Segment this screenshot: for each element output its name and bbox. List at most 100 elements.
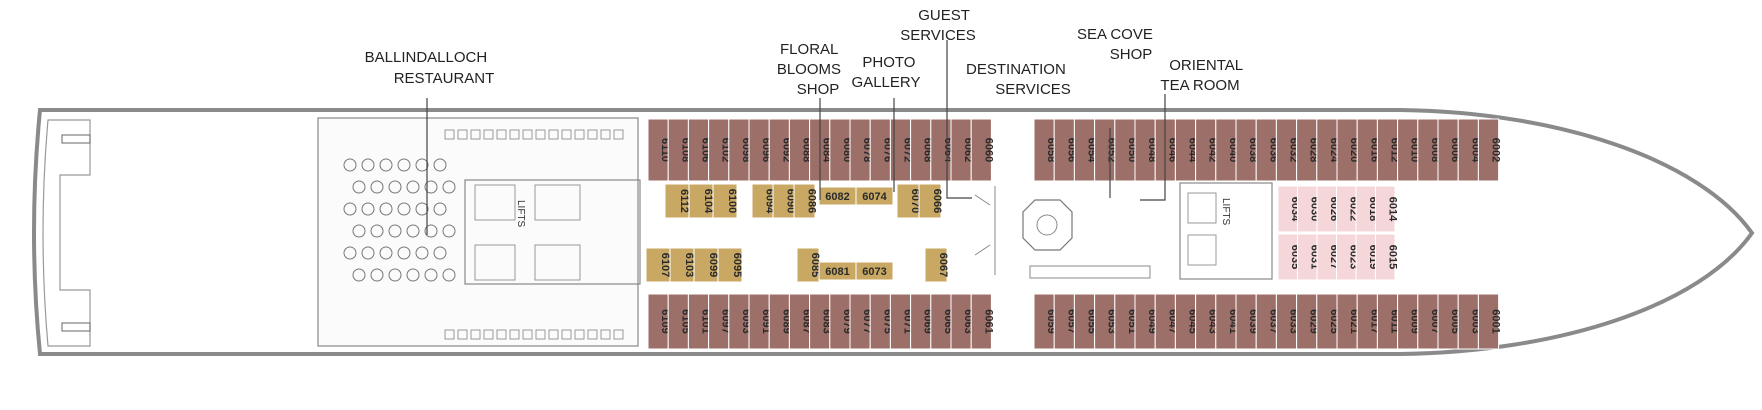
lifts-label-forward: LIFTS <box>1220 198 1231 226</box>
seat-0-11 <box>587 129 598 140</box>
restaurant-tables <box>343 129 624 340</box>
cabin-6104[interactable] <box>688 183 714 219</box>
table-22 <box>406 224 420 238</box>
cabin-6103[interactable] <box>669 247 695 283</box>
cabin-6086[interactable] <box>793 183 816 219</box>
cabin-label-6103: 6103 <box>683 253 695 277</box>
seat-1-3 <box>483 329 494 340</box>
stern-inner-outline <box>42 119 91 347</box>
cabin-label-6061: 6061 <box>982 309 994 333</box>
lift-zone-aft <box>464 179 641 285</box>
seat-1-4 <box>496 329 507 340</box>
cabin-6107[interactable] <box>645 247 671 283</box>
seat-0-13 <box>613 129 624 140</box>
seat-1-0 <box>444 329 455 340</box>
cabin-label-6001: 6001 <box>1490 309 1502 333</box>
table-35 <box>424 268 438 282</box>
table-6 <box>433 158 447 172</box>
sea-cove-shop-label: SEA COVE SHOP <box>1077 26 1157 63</box>
cabin-label-6066: 6066 <box>931 189 943 213</box>
cabin-label-6082: 6082 <box>825 191 849 203</box>
table-30 <box>433 246 447 260</box>
table-24 <box>442 224 456 238</box>
oriental-tea-room-label: ORIENTAL TEA ROOM <box>1160 57 1246 94</box>
table-28 <box>397 246 411 260</box>
cabin-label-6073: 6073 <box>862 266 886 278</box>
cabin-label-6002: 6002 <box>1490 138 1502 162</box>
table-3 <box>379 158 393 172</box>
cabin-6073[interactable] <box>855 261 894 281</box>
table-21 <box>388 224 402 238</box>
table-36 <box>442 268 456 282</box>
seat-0-12 <box>600 129 611 140</box>
cabin-label-6085: 6085 <box>809 253 821 277</box>
seat-1-10 <box>574 329 585 340</box>
cabin-label-6100: 6100 <box>726 189 738 213</box>
cabin-label-6081: 6081 <box>825 266 849 278</box>
cabin-6001[interactable] <box>1477 293 1500 350</box>
cabin-6061[interactable] <box>970 293 992 350</box>
stern-vent-bottom <box>61 322 91 332</box>
cabin-6067[interactable] <box>924 247 948 283</box>
ballindalloch-restaurant-label: BALLINDALLOCH RESTAURANT <box>365 49 495 87</box>
seat-0-6 <box>522 129 533 140</box>
seat-1-11 <box>587 329 598 340</box>
label-leaders <box>426 40 1166 235</box>
cabin-label-6086: 6086 <box>806 189 818 213</box>
seat-1-13 <box>613 329 624 340</box>
seat-1-1 <box>457 329 468 340</box>
table-19 <box>352 224 366 238</box>
cabin-6060[interactable] <box>970 118 992 182</box>
cabin-6014[interactable] <box>1375 185 1396 233</box>
table-32 <box>370 268 384 282</box>
table-18 <box>433 202 447 216</box>
central-lounge <box>974 186 1151 279</box>
table-10 <box>406 180 420 194</box>
restaurant-area <box>317 117 639 347</box>
seat-0-1 <box>457 129 468 140</box>
table-20 <box>370 224 384 238</box>
table-12 <box>442 180 456 194</box>
table-31 <box>352 268 366 282</box>
cabin-6002[interactable] <box>1477 118 1500 182</box>
table-8 <box>370 180 384 194</box>
table-26 <box>361 246 375 260</box>
table-17 <box>415 202 429 216</box>
guest-services-label: GUEST SERVICES <box>900 7 976 44</box>
seat-1-2 <box>470 329 481 340</box>
seat-0-9 <box>561 129 572 140</box>
lifts-label-aft: LIFTS <box>515 200 526 228</box>
cabin-6074[interactable] <box>855 186 894 206</box>
table-7 <box>352 180 366 194</box>
lift-zone-forward <box>1179 182 1273 280</box>
cabin-6066[interactable] <box>918 183 942 219</box>
floral-blooms-shop-label: FLORAL BLOOMS SHOP <box>777 41 845 98</box>
seat-1-8 <box>548 329 559 340</box>
seat-0-5 <box>509 129 520 140</box>
seat-1-5 <box>509 329 520 340</box>
seat-0-3 <box>483 129 494 140</box>
cabin-6099[interactable] <box>693 247 719 283</box>
cabin-6095[interactable] <box>717 247 743 283</box>
table-25 <box>343 246 357 260</box>
cabin-label-6104: 6104 <box>702 189 714 214</box>
seat-1-12 <box>600 329 611 340</box>
table-34 <box>406 268 420 282</box>
cabin-6112[interactable] <box>664 183 690 219</box>
seat-0-10 <box>574 129 585 140</box>
cabin-label-6107: 6107 <box>659 253 671 277</box>
seat-0-7 <box>535 129 546 140</box>
cabin-6015[interactable] <box>1375 233 1396 281</box>
table-5 <box>415 158 429 172</box>
stern-vent-top <box>61 134 91 144</box>
table-11 <box>424 180 438 194</box>
cabin-6100[interactable] <box>712 183 738 219</box>
photo-gallery-label: PHOTO GALLERY <box>852 54 921 91</box>
table-9 <box>388 180 402 194</box>
cabin-label-6095: 6095 <box>731 253 743 277</box>
table-23 <box>424 224 438 238</box>
cabin-label-6014: 6014 <box>1386 197 1398 222</box>
cabin-label-6067: 6067 <box>937 253 949 277</box>
